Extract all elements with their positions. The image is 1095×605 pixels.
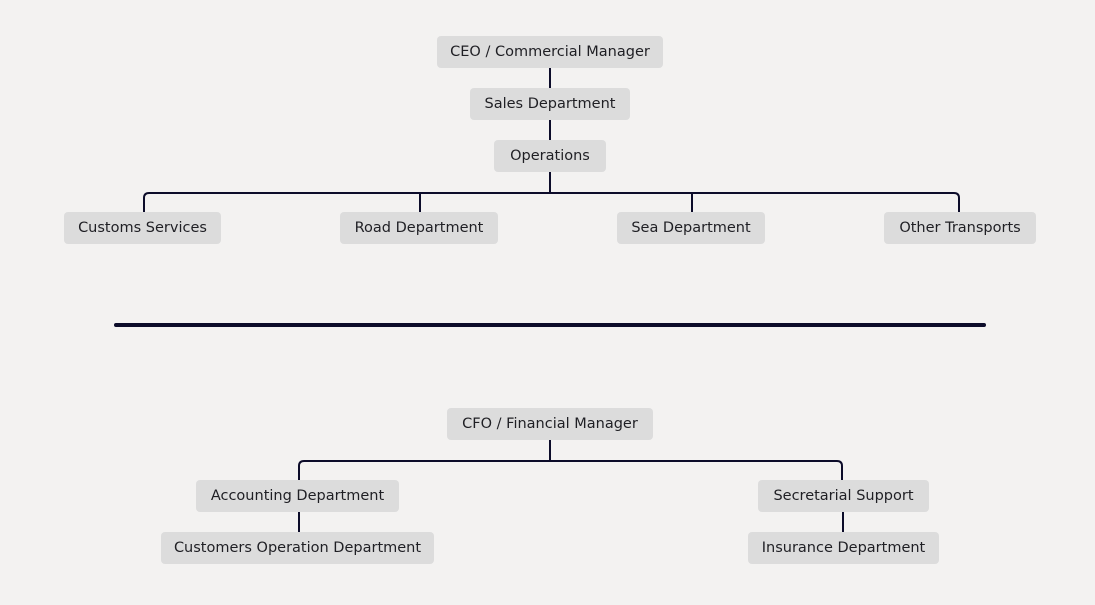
customs-services-node: Customs Services [64,212,221,244]
connector-departments-bar [143,192,960,212]
sales-department-node: Sales Department [470,88,630,120]
sea-department-node: Sea Department [617,212,765,244]
ceo-commercial-manager-node: CEO / Commercial Manager [437,36,663,68]
secretarial-support-node: Secretarial Support [758,480,929,512]
customers-operation-department-node: Customers Operation Department [161,532,434,564]
road-department-node: Road Department [340,212,498,244]
connector-finance-bar [298,460,843,480]
other-transports-node: Other Transports [884,212,1036,244]
insurance-department-node: Insurance Department [748,532,939,564]
section-divider [114,323,986,327]
accounting-department-node: Accounting Department [196,480,399,512]
operations-node: Operations [494,140,606,172]
cfo-financial-manager-node: CFO / Financial Manager [447,408,653,440]
